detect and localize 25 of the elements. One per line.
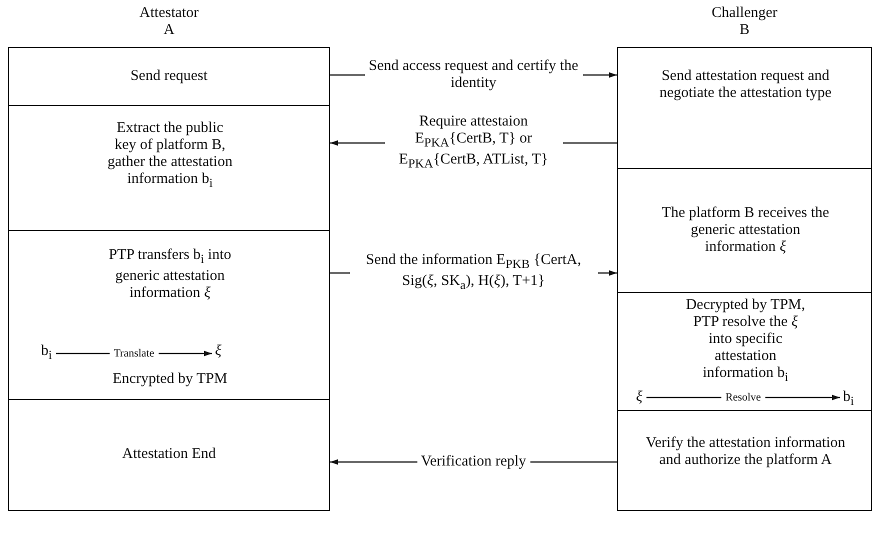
symbol-text: b$_{i}$ [843,389,854,410]
symbol-text: ξ [215,343,222,360]
step-text: Attestation End [121,446,217,463]
process-box [8,399,330,511]
step-text: PTP transfers b$_{i}$ into generic attestation information ξ [108,247,232,302]
step-text: Decrypted by TPM, PTP resolve the ξ into specific attestation information b$_{i}$ [684,297,806,386]
process-box [8,105,330,231]
symbol-text: ξ [636,389,642,406]
process-box [617,168,872,293]
step-text: Verify the attestation information and authorize the platform A [646,435,846,469]
edge-label: Send access request and certify the identity [364,58,582,92]
process-box [8,47,330,106]
step-text: Extract the public key of platform B, gather the attestation information b$_{i}$ [108,120,232,192]
column-heading: Attestator A [138,5,200,39]
column-heading: Challenger B [710,5,778,39]
edge-label: Translate [110,347,158,360]
step-text: Send request [129,68,209,85]
symbol-text: b$_{i}$ [41,343,52,364]
process-box [617,47,872,169]
edge-label: Verification reply [416,454,530,470]
step-text: Encrypted by TPM [112,371,228,388]
step-text: Send attestation request and negotiate the attestation type [658,68,833,102]
step-text: The platform B receives the generic attestation information ξ [660,205,830,256]
process-box [617,410,872,511]
edge-label: Resolve [722,391,765,404]
